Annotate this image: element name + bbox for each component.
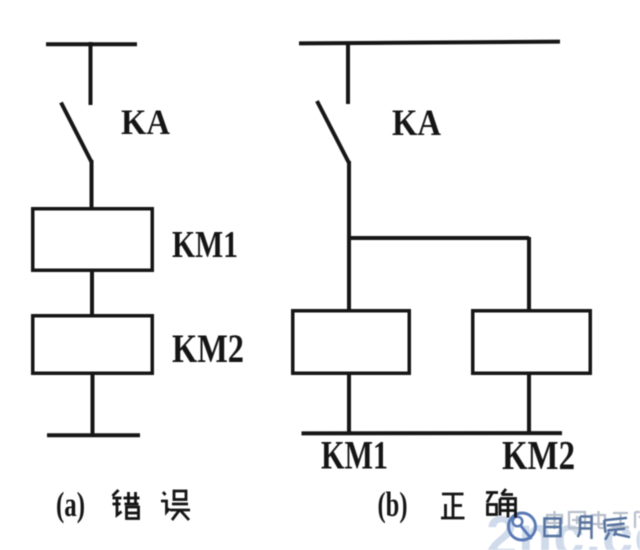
svg-text:KM2: KM2	[502, 432, 575, 478]
svg-text:KA: KA	[121, 102, 170, 142]
svg-text:(a): (a)	[56, 485, 85, 524]
svg-text:(b): (b)	[378, 485, 408, 524]
svg-text:KA: KA	[392, 103, 441, 144]
svg-text:KM1: KM1	[321, 433, 388, 478]
svg-text:KM1: KM1	[172, 224, 238, 266]
svg-text:KM2: KM2	[172, 326, 244, 371]
